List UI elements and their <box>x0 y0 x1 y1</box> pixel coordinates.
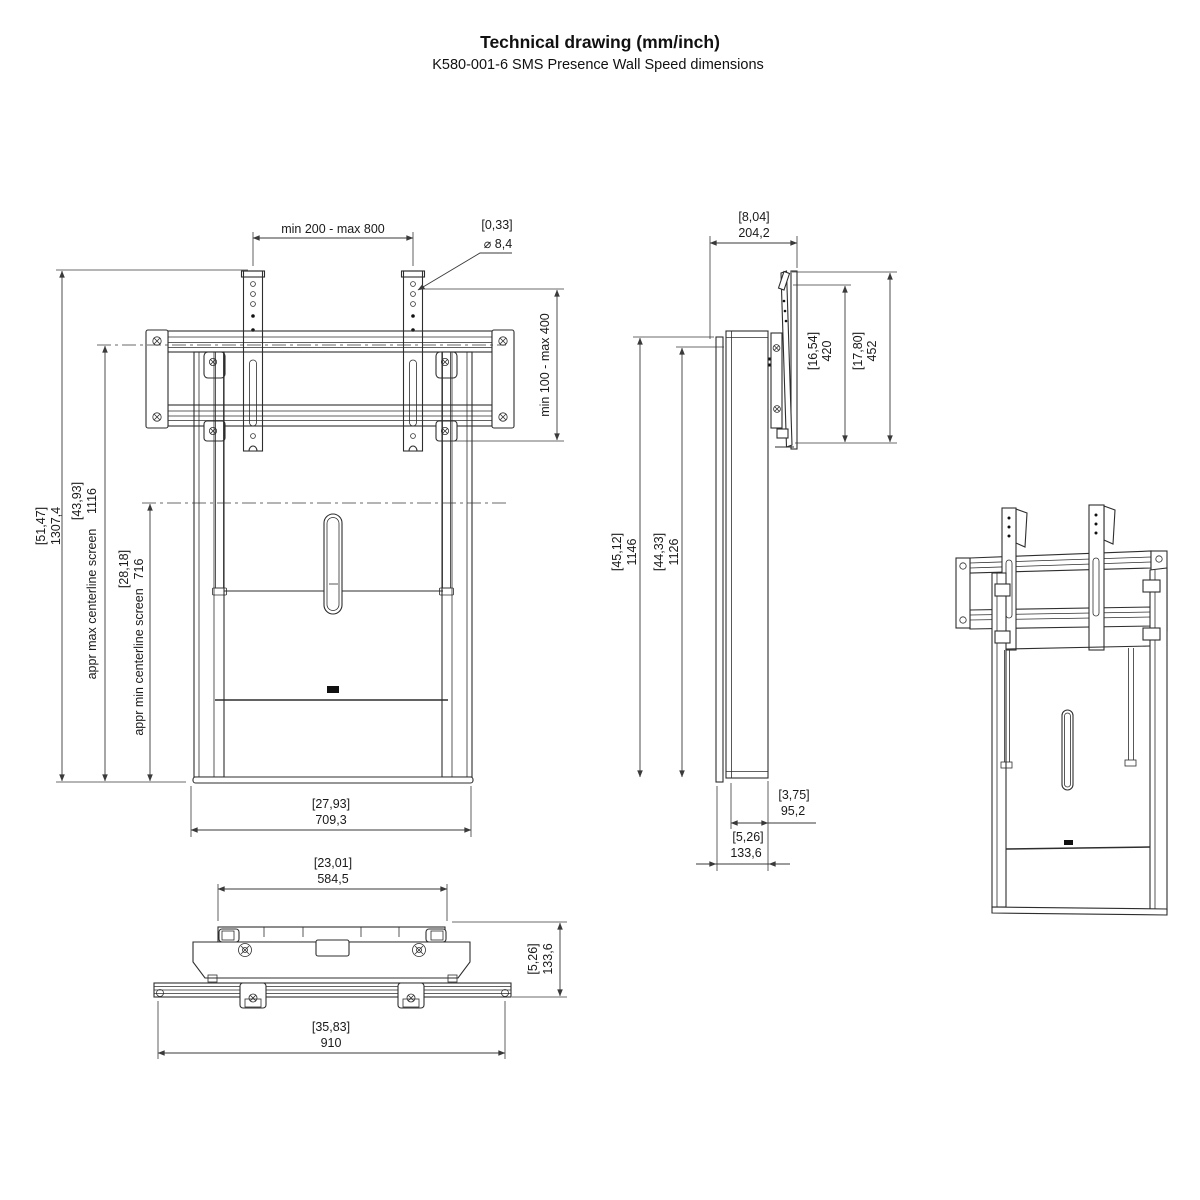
page-title: Technical drawing (mm/inch) <box>480 32 720 52</box>
column-profile <box>725 330 769 779</box>
dim-height-inner-inch: [44,33] <box>652 533 666 571</box>
bottom-edge <box>192 776 474 784</box>
side-view: [8,04] 204,2 [45,12] 1146 [44,33] 1126 [… <box>610 210 897 871</box>
column-clamps <box>203 351 458 442</box>
dim-depth-mm: 204,2 <box>738 226 769 240</box>
dim-height-outer-mm: 1146 <box>625 539 639 566</box>
bracket-foot <box>776 428 789 439</box>
dim-hole-inch: [0,33] <box>481 218 512 232</box>
dim-bracket-height-mm: 420 <box>820 341 834 362</box>
dim-total-depth-inch: [5,26] <box>732 830 763 844</box>
dim-centerline-min-label: appr min centerline screen <box>132 588 146 735</box>
rail-end-plate-left <box>145 329 169 429</box>
dim-rail-width-mm: 910 <box>321 1036 342 1050</box>
dim-height-outer-inch: [45,12] <box>610 533 624 571</box>
dim-rail-width-inch: [35,83] <box>312 1020 350 1034</box>
dim-total-height-inch: [51,47] <box>34 507 48 545</box>
dim-body-depth-inch: [5,26] <box>526 943 540 974</box>
front-dimensions: min 200 - max 800 [0,33] ⌀ 8,4 min 100 -… <box>34 218 564 837</box>
dim-base-width-mm: 709,3 <box>315 813 346 827</box>
rail-clamp-right <box>397 982 425 1009</box>
front-view: min 200 - max 800 [0,33] ⌀ 8,4 min 100 -… <box>34 218 564 837</box>
dim-bracket-total-mm: 452 <box>865 341 879 362</box>
hole-leader-line <box>417 252 512 291</box>
dim-hole-mm: ⌀ 8,4 <box>484 237 512 251</box>
pv-rail-end-left <box>955 557 971 629</box>
top-center-plate <box>315 939 350 957</box>
body-panel <box>192 513 474 784</box>
top-geometry <box>153 926 512 1009</box>
dim-depth-inch: [8,04] <box>738 210 769 224</box>
dim-total-height-mm: 1307,4 <box>49 507 63 545</box>
dim-centerline-min-inch: [28,18] <box>117 550 131 588</box>
dim-column-depth-mm: 95,2 <box>781 804 805 818</box>
tilted-vesa-strip <box>780 270 793 448</box>
brand-logo-mark <box>327 686 339 693</box>
dim-bracket-height-inch: [16,54] <box>806 332 820 370</box>
rail-screws <box>152 336 508 422</box>
rail-clamp-left <box>239 982 267 1009</box>
dim-column-depth-inch: [3,75] <box>778 788 809 802</box>
dim-height-inner-mm: 1126 <box>667 539 681 566</box>
top-view: [23,01] 584,5 [5,26] 133,6 [35,83] 910 <box>153 856 567 1059</box>
wall-plate-profile <box>715 336 724 783</box>
dim-body-width-mm: 584,5 <box>317 872 348 886</box>
dim-centerline-max-mm: 1116 <box>85 488 99 514</box>
strip-top-cap <box>777 270 791 291</box>
dim-vesa-height-range: min 100 - max 400 <box>538 313 552 417</box>
side-geometry <box>715 270 798 783</box>
bracket-arm <box>770 332 783 429</box>
pv-body-panel <box>991 645 1168 916</box>
vesa-strip-right <box>400 270 426 452</box>
rail-end-plate-right <box>491 329 515 429</box>
dim-body-depth-mm: 133,6 <box>541 943 555 974</box>
dim-base-width-inch: [27,93] <box>312 797 350 811</box>
side-dimensions: [8,04] 204,2 [45,12] 1146 [44,33] 1126 [… <box>610 210 897 871</box>
vesa-strip-left <box>240 270 266 452</box>
cable-slot <box>323 513 343 615</box>
page-subtitle: K580-001-6 SMS Presence Wall Speed dimen… <box>432 57 764 73</box>
top-dimensions: [23,01] 584,5 [5,26] 133,6 [35,83] 910 <box>157 856 567 1059</box>
screen-interface-plate <box>790 270 798 450</box>
dim-centerline-min-mm: 716 <box>132 559 146 580</box>
dim-vesa-width-range: min 200 - max 800 <box>281 222 385 236</box>
dim-bracket-total-inch: [17,80] <box>851 332 865 370</box>
dim-centerline-max-inch: [43,93] <box>70 482 84 520</box>
dim-total-depth-mm: 133,6 <box>730 846 761 860</box>
perspective-view <box>955 504 1168 916</box>
dim-body-width-inch: [23,01] <box>314 856 352 870</box>
dim-centerline-max-label: appr max centerline screen <box>85 529 99 680</box>
